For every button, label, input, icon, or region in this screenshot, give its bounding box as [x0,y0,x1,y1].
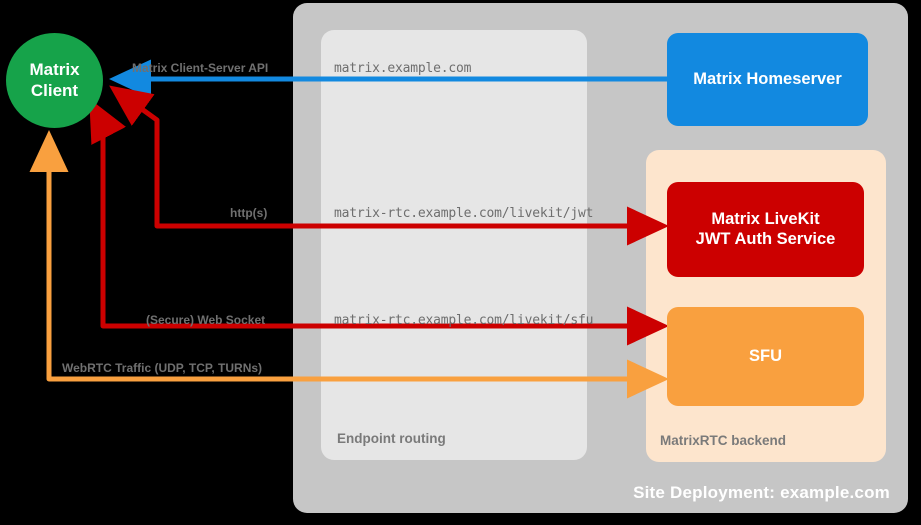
client-label-line1: Matrix [29,60,80,80]
jwt-label-line1: Matrix LiveKit [711,209,820,228]
protocol-label-webrtc-traffic: WebRTC Traffic (UDP, TCP, TURNs) [62,361,263,375]
matrixrtc-backend-label: MatrixRTC backend [660,433,787,448]
route-endpoint-jwt: matrix-rtc.example.com/livekit/jwt [334,206,594,221]
node-matrix-client[interactable]: Matrix Client [6,33,103,128]
node-sfu[interactable]: SFU [667,307,864,406]
protocol-label-client-server-api: Matrix Client-Server API [132,61,269,75]
route-endpoint-sfu: matrix-rtc.example.com/livekit/sfu [334,313,594,328]
endpoint-routing-label: Endpoint routing [337,431,446,446]
client-label-line2: Client [30,80,79,100]
endpoint-routing-panel: Endpoint routing [321,30,587,460]
sfu-label: SFU [749,346,782,365]
node-jwt-auth-service[interactable]: Matrix LiveKit JWT Auth Service [667,182,864,277]
site-deployment-label: Site Deployment: example.com [633,483,890,502]
protocol-label-web-socket: (Secure) Web Socket [146,313,266,327]
homeserver-label: Matrix Homeserver [693,69,842,88]
node-matrix-homeserver[interactable]: Matrix Homeserver [667,33,868,126]
jwt-label-line2: JWT Auth Service [695,229,836,248]
protocol-label-https: http(s) [230,206,268,220]
route-endpoint-matrix: matrix.example.com [334,61,472,76]
